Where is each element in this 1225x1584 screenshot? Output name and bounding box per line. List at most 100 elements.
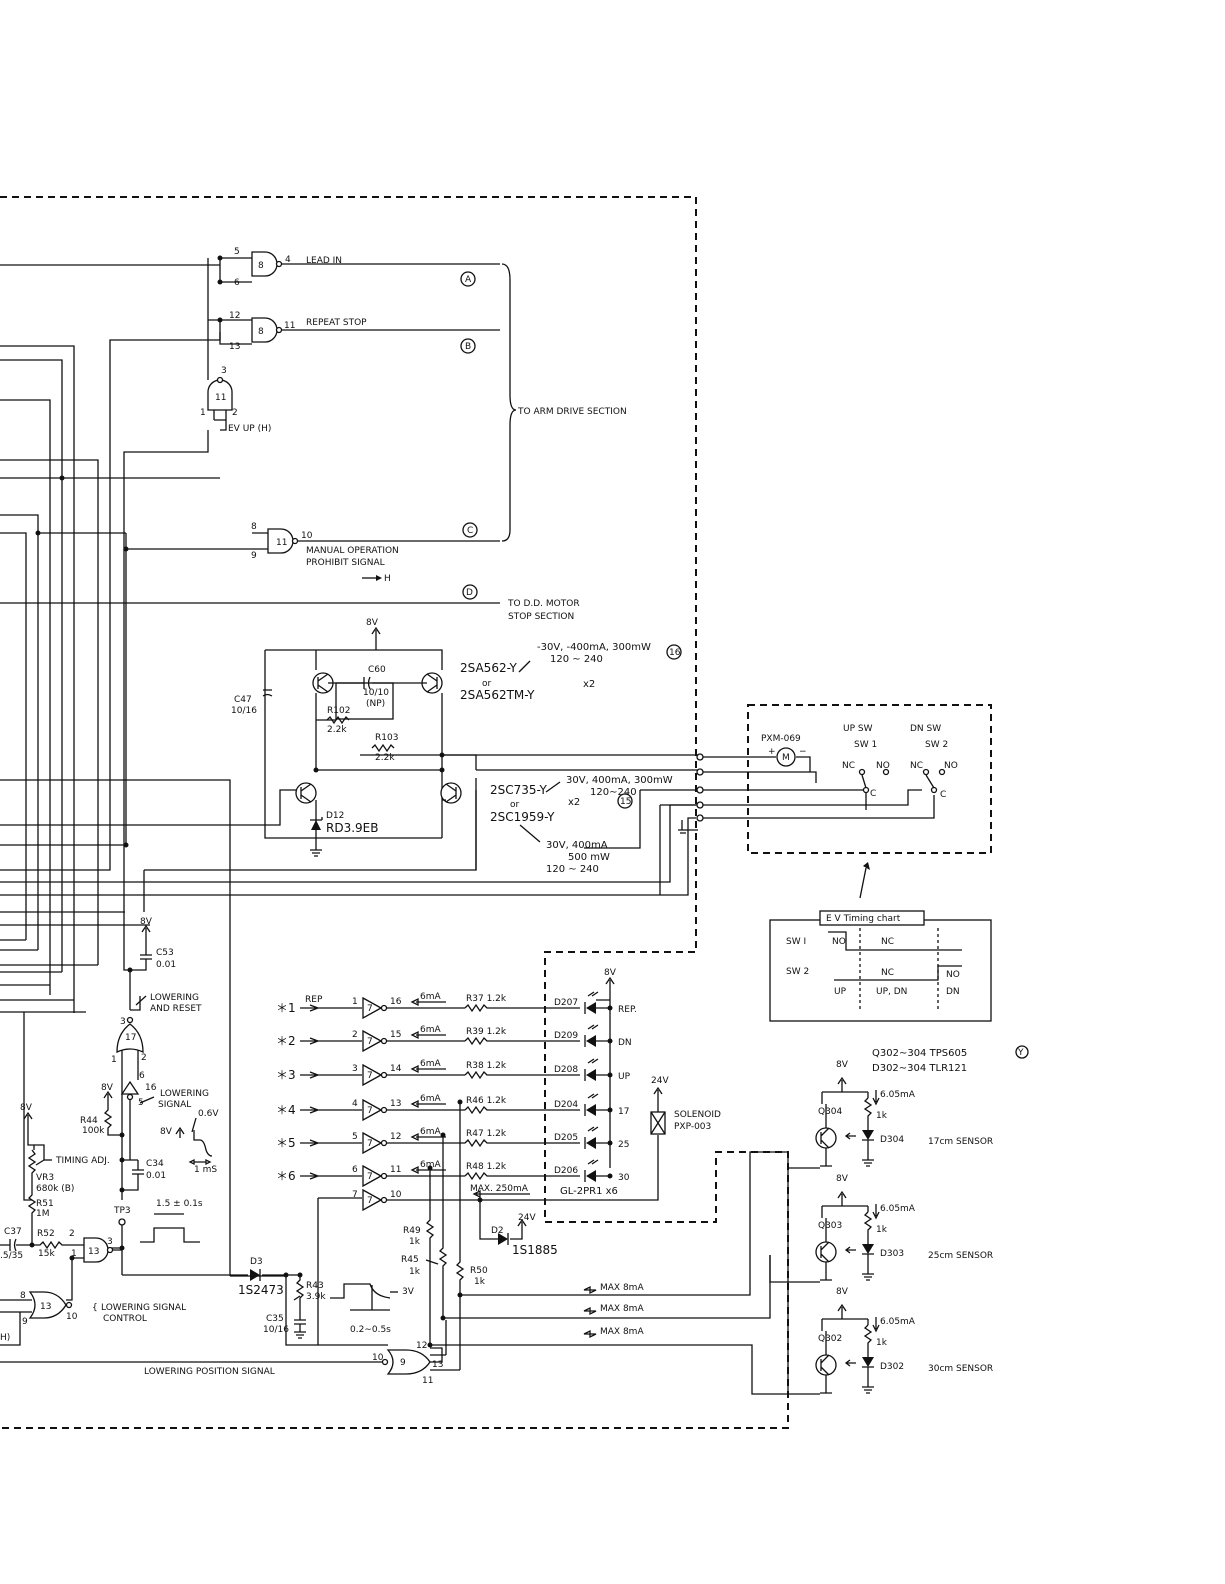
pin-in: 3 [352, 1064, 358, 1074]
pin-label: 2 [232, 408, 238, 418]
svg-text:NO: NO [946, 970, 960, 980]
svg-text:10/16: 10/16 [263, 1325, 289, 1335]
svg-text:15k: 15k [38, 1249, 55, 1259]
nand-gate-8-repeat-stop: 8 12 13 11 [208, 311, 500, 352]
svg-text:C34: C34 [146, 1159, 164, 1169]
pin-in: 1 [352, 997, 358, 1007]
row-output: DN [618, 1038, 632, 1048]
svg-text:10: 10 [390, 1190, 402, 1200]
row-output: 17 [618, 1107, 629, 1117]
svg-text:7: 7 [367, 1106, 373, 1116]
c60: C60 [368, 665, 386, 675]
sensor-current: 6.05mA [880, 1317, 916, 1327]
r103-value: 2.2k [375, 753, 395, 763]
sensor-bus [751, 1152, 820, 1395]
row-led: D204 [554, 1100, 578, 1110]
svg-text:PXP-003: PXP-003 [674, 1122, 711, 1132]
svg-text:13: 13 [432, 1360, 443, 1370]
svg-text:8V: 8V [140, 917, 153, 927]
svg-text:100k: 100k [82, 1126, 105, 1136]
svg-text:17: 17 [125, 1033, 136, 1043]
pin-label: 11 [284, 321, 295, 331]
pin-out: 14 [390, 1064, 402, 1074]
svg-text:R51: R51 [36, 1199, 54, 1209]
row-current: 6mA [420, 1094, 441, 1104]
sensors-header-2: D302∼304 TLR121 [872, 1063, 967, 1074]
pin-label: 6 [234, 278, 240, 288]
pnp-spec: -30V, -400mA, 300mW [537, 642, 651, 653]
svg-text:R50: R50 [470, 1266, 488, 1276]
svg-text:2: 2 [141, 1053, 147, 1063]
pin-label: 3 [221, 366, 227, 376]
nand-gate-13-top: 13 2 1 3 [66, 1229, 122, 1301]
pin-label: 1 [200, 408, 206, 418]
svg-text:1k: 1k [409, 1267, 421, 1277]
svg-text:UP, DN: UP, DN [876, 987, 907, 997]
row-current: 6mA [420, 1160, 441, 1170]
lowering-delay-network: D3 1S2473 R43 3.9k C35 10/16 3V 0.2∼0.5s [122, 1257, 415, 1346]
connector-a: A [460, 271, 476, 287]
row-led: D205 [554, 1133, 578, 1143]
svg-text:0.6V: 0.6V [198, 1109, 219, 1119]
buffer-7-solenoid: 7 7 10 MAX. 250mA D2 1S1885 24V 24V SOLE… [317, 1076, 721, 1345]
npn2-spec-3: 120 ∼ 240 [546, 864, 599, 875]
c47: C47 [234, 695, 252, 705]
pin-out: 11 [390, 1165, 401, 1175]
sensor-current: 6.05mA [880, 1204, 916, 1214]
pin-label: 12 [229, 311, 240, 321]
c60-np: (NP) [366, 699, 385, 709]
svg-text:12: 12 [416, 1341, 427, 1351]
row-current: 6mA [420, 1059, 441, 1069]
sensor-label: SENSOR [956, 1137, 993, 1147]
pin-in: 2 [352, 1030, 358, 1040]
npn2-spec: 30V, 400mA [546, 840, 608, 851]
signal-to-dd: TO D.D. MOTOR [507, 599, 580, 609]
sensor-current: 6.05mA [880, 1090, 916, 1100]
svg-text:8V: 8V [160, 1127, 173, 1137]
sensor-y-mark [1015, 1045, 1029, 1059]
connector-d: D [462, 584, 478, 600]
or-gate-9: 9 10 12 13 11 [0, 1341, 460, 1386]
row-current: 6mA [420, 992, 441, 1002]
svg-text:C53: C53 [156, 948, 174, 958]
svg-text:R49: R49 [403, 1226, 421, 1236]
svg-text:M: M [782, 753, 790, 763]
signal-lowering-position: LOWERING POSITION SIGNAL [144, 1367, 275, 1377]
row-led: D208 [554, 1065, 578, 1075]
row-output: REP. [618, 1005, 637, 1015]
svg-text:3V: 3V [402, 1287, 415, 1297]
sensor-8v: 8V [836, 1287, 849, 1297]
sensor-8v: 8V [836, 1174, 849, 1184]
row-resistor: R48 1.2k [466, 1162, 507, 1172]
brace-curly: { [92, 1303, 98, 1313]
gate-label: 8 [258, 327, 264, 337]
d12: D12 [326, 811, 344, 821]
brace [501, 263, 517, 542]
svg-text:1: 1 [111, 1055, 117, 1065]
sensor-d: D302 [880, 1362, 904, 1372]
svg-text:15: 15 [620, 797, 631, 807]
pin-label: 8 [251, 522, 257, 532]
svg-text:SW 2: SW 2 [786, 967, 809, 977]
pin-out: 13 [390, 1099, 401, 1109]
gate-label: 11 [276, 538, 287, 548]
svg-text:680k (B): 680k (B) [36, 1184, 74, 1194]
svg-text:UP SW: UP SW [843, 724, 873, 734]
r102-value: 2.2k [327, 725, 347, 735]
svg-text:8V: 8V [101, 1083, 114, 1093]
nand-gate-11-manual-op: 11 8 9 10 [251, 522, 500, 561]
svg-text:9: 9 [400, 1358, 406, 1368]
pnp-part: 2SA562-Y [460, 661, 517, 675]
npn-or: or [510, 800, 520, 810]
svg-text:NC: NC [842, 761, 855, 771]
sensor-cm: 17cm [928, 1137, 953, 1147]
svg-text:6: 6 [139, 1071, 145, 1081]
svg-text:0.01: 0.01 [156, 960, 176, 970]
svg-text:LOWERING: LOWERING [150, 993, 199, 1003]
npn-spec: 30V, 400mA, 300mW [566, 775, 673, 786]
svg-text:24V: 24V [518, 1213, 536, 1223]
svg-text:NO: NO [876, 761, 890, 771]
